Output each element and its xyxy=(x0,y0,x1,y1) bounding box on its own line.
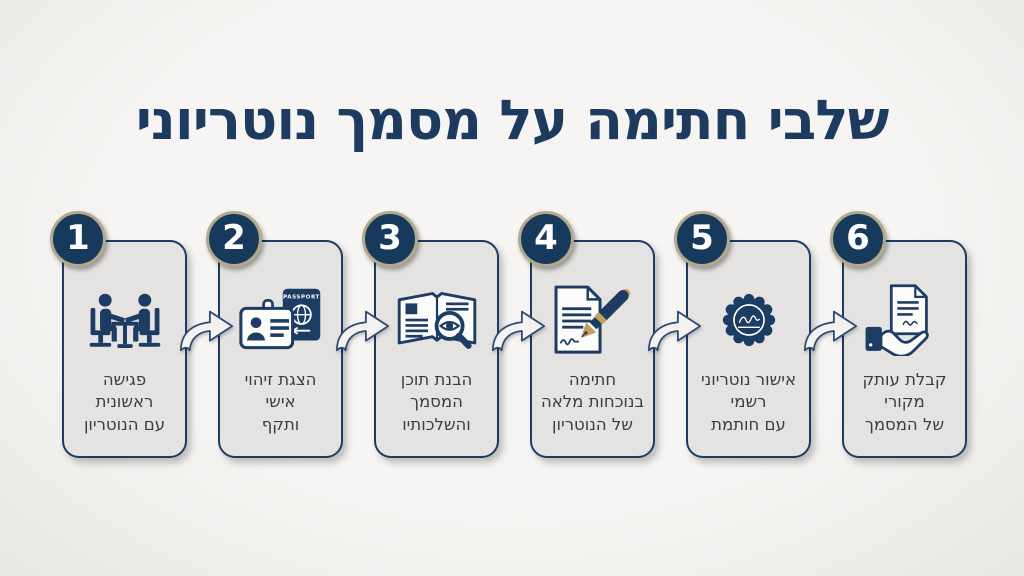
receive-copy-icon xyxy=(844,274,965,366)
step-6-number-badge: 6 xyxy=(830,211,886,267)
step-1-number-badge: 1 xyxy=(50,211,106,267)
step-card-1: 1 xyxy=(50,211,187,458)
step-1-label: פגישה ראשונית עם הנוטריון xyxy=(83,370,166,434)
step-number: 2 xyxy=(222,218,246,258)
page-title: שלבי חתימה על מסמך נוטריוני xyxy=(135,88,890,152)
step-5-label: אישור נוטריוני רשמי עם חותמת xyxy=(700,370,797,434)
step-card-4: 4 חתימה בנוכחות מלאה של הנוטריון xyxy=(518,211,655,458)
step-number: 4 xyxy=(534,218,558,258)
step-6-label: קבלת עותק מקורי של המסמך xyxy=(862,370,947,434)
notary-seal-icon xyxy=(688,274,809,366)
signing-pen-icon xyxy=(532,274,653,366)
step-card-3: 3 הבנת תוכן המסמך והשלכותיו xyxy=(362,211,499,458)
step-card-6: 6 קבלת עותק מקורי של המסמך xyxy=(830,211,967,458)
step-number: 6 xyxy=(846,218,870,258)
flow-arrow-icon-5 xyxy=(802,303,860,355)
flow-arrow-icon-2 xyxy=(334,303,392,355)
flow-arrow-icon-1 xyxy=(178,303,236,355)
step-2-label: הצגת זיהוי אישי ותקף xyxy=(244,370,317,434)
flow-arrow-icon-3 xyxy=(490,303,548,355)
flow-arrow-icon-4 xyxy=(646,303,704,355)
step-4-number-badge: 4 xyxy=(518,211,574,267)
passport-label: PASSPORT xyxy=(283,295,320,301)
step-3-label: הבנת תוכן המסמך והשלכותיו xyxy=(400,370,473,434)
id-passport-icon: PASSPORT xyxy=(220,274,341,366)
step-card-2: 2 PASSPORT הצגת זיהוי אישי ותקף xyxy=(206,211,343,458)
step-3-number-badge: 3 xyxy=(362,211,418,267)
step-4-label: חתימה בנוכחות מלאה של הנוטריון xyxy=(540,370,645,434)
meeting-icon xyxy=(64,274,185,366)
step-2-number-badge: 2 xyxy=(206,211,262,267)
step-number: 5 xyxy=(690,218,714,258)
step-number: 3 xyxy=(378,218,402,258)
document-review-icon xyxy=(376,274,497,366)
step-card-5: 5 אישור נוטריוני רשמי עם חותמת xyxy=(674,211,811,458)
step-5-number-badge: 5 xyxy=(674,211,730,267)
step-number: 1 xyxy=(66,218,90,258)
